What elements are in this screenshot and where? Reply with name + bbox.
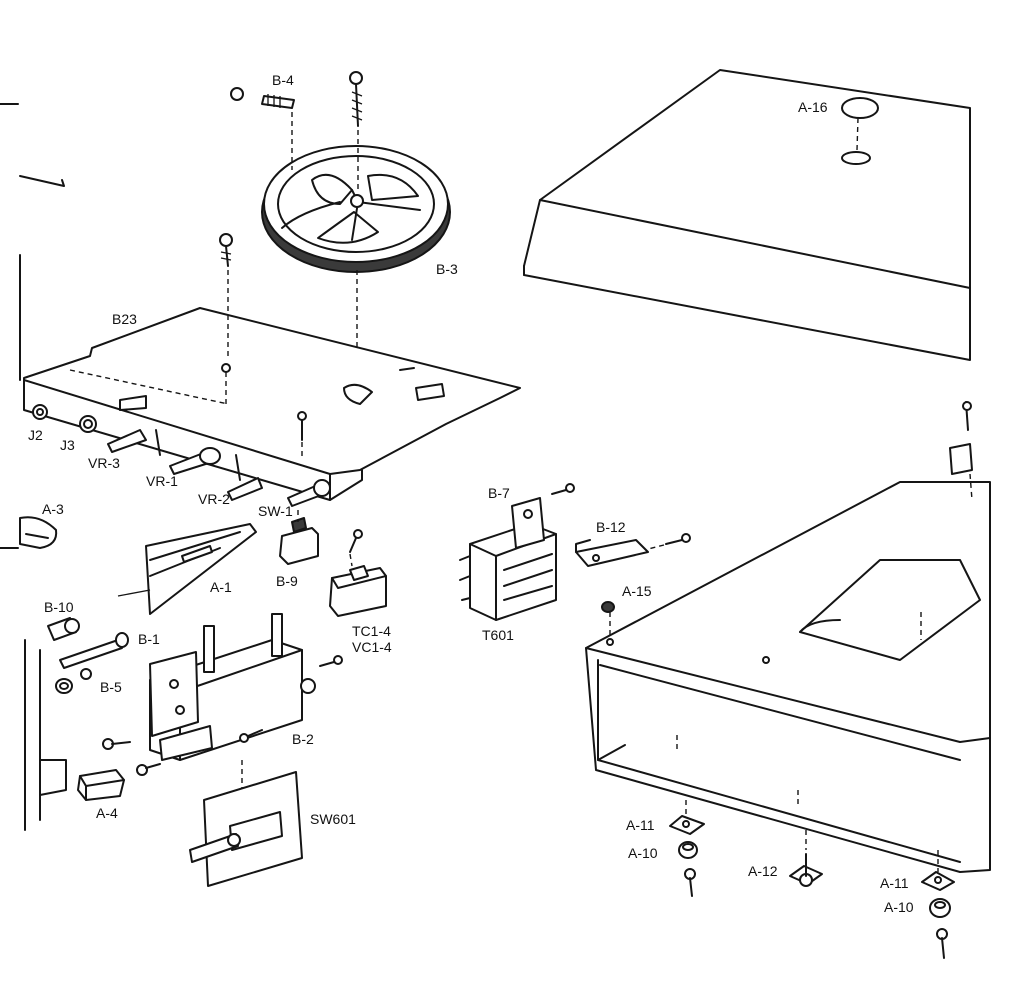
label-vr3: VR-3 — [88, 455, 120, 471]
label-sw601: SW601 — [310, 811, 356, 827]
label-b10: B-10 — [44, 599, 74, 615]
label-b4: B-4 — [272, 72, 294, 88]
switch-sw1 — [279, 510, 319, 565]
label-j3: J3 — [60, 437, 75, 453]
label-b5: B-5 — [100, 679, 122, 695]
small-parts-left — [47, 617, 129, 694]
label-vc14: VC1-4 — [352, 639, 392, 655]
label-a4: A-4 — [96, 805, 118, 821]
mechanism-b2 — [102, 613, 343, 796]
label-a15: A-15 — [622, 583, 652, 599]
label-a10-left: A-10 — [628, 845, 658, 861]
label-sw1: SW-1 — [258, 503, 293, 519]
reel-pulley — [230, 71, 451, 385]
label-a3: A-3 — [42, 501, 64, 517]
label-b7: B-7 — [488, 485, 510, 501]
transformer-t601 — [459, 483, 691, 621]
bracket-a1 — [117, 523, 257, 615]
label-a12: A-12 — [748, 863, 778, 879]
label-vr1: VR-1 — [146, 473, 178, 489]
label-a11-left: A-11 — [626, 817, 655, 833]
label-b9: B-9 — [276, 573, 298, 589]
trimmer-tc1-4 — [329, 529, 387, 617]
label-b12: B-12 — [596, 519, 626, 535]
cabinet-base — [585, 401, 991, 873]
label-j2: J2 — [28, 427, 43, 443]
feet-hardware — [669, 815, 955, 959]
label-a10-right: A-10 — [884, 899, 914, 915]
switch-sw601 — [189, 771, 303, 887]
label-t601: T601 — [482, 627, 514, 643]
part-a3 — [19, 516, 58, 549]
left-edge-fragments — [0, 103, 67, 831]
label-b1: B-1 — [138, 631, 160, 647]
label-a16: A-16 — [798, 99, 828, 115]
part-a4 — [77, 769, 125, 801]
label-b3: B-3 — [436, 261, 458, 277]
label-b23: B23 — [112, 311, 137, 327]
label-a11-right: A-11 — [880, 875, 909, 891]
label-b2: B-2 — [292, 731, 314, 747]
label-a1: A-1 — [210, 579, 232, 595]
cabinet-top — [523, 69, 971, 361]
part-labels: B-4 A-16 B-3 B23 J2 J3 VR-3 VR-1 VR-2 SW… — [28, 72, 914, 915]
label-tc14: TC1-4 — [352, 623, 391, 639]
label-vr2: VR-2 — [198, 491, 230, 507]
chassis-plate — [23, 233, 521, 507]
